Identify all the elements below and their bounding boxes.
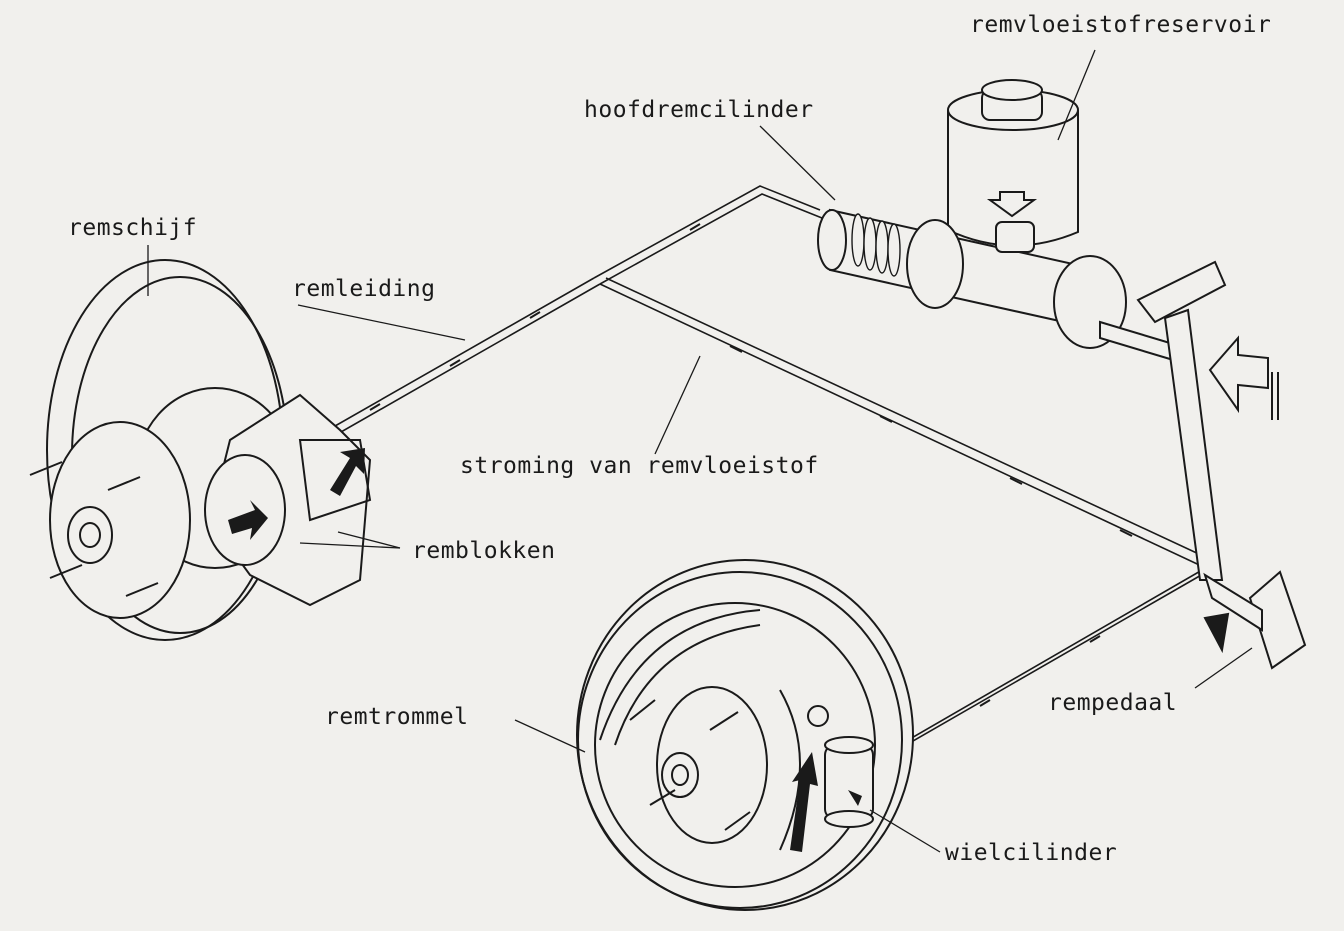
label-drum: remtrommel	[325, 704, 469, 730]
pedal-illustration	[1136, 260, 1307, 670]
label-reservoir: remvloeistofreservoir	[970, 12, 1272, 38]
label-disc: remschijf	[68, 215, 198, 241]
label-pedal: rempedaal	[1048, 690, 1178, 716]
brake-line	[299, 185, 1217, 761]
leader-lines	[147, 49, 1253, 853]
label-fluid-flow: stroming van remvloeistof	[460, 453, 819, 479]
flow-markers	[369, 223, 1133, 707]
reservoir-illustration	[947, 79, 1079, 247]
master-cylinder-illustration	[817, 208, 1181, 364]
drum-brake-illustration	[576, 559, 914, 911]
label-master-cylinder: hoofdremcilinder	[584, 97, 814, 123]
disc-brake-illustration	[29, 259, 372, 641]
disc-pad-arrows	[228, 448, 365, 540]
label-brake-line: remleiding	[292, 276, 436, 302]
drum-shoe-arrows	[790, 752, 862, 852]
label-wheel-cylinder: wielcilinder	[945, 840, 1118, 866]
label-brake-pads: remblokken	[412, 538, 556, 564]
